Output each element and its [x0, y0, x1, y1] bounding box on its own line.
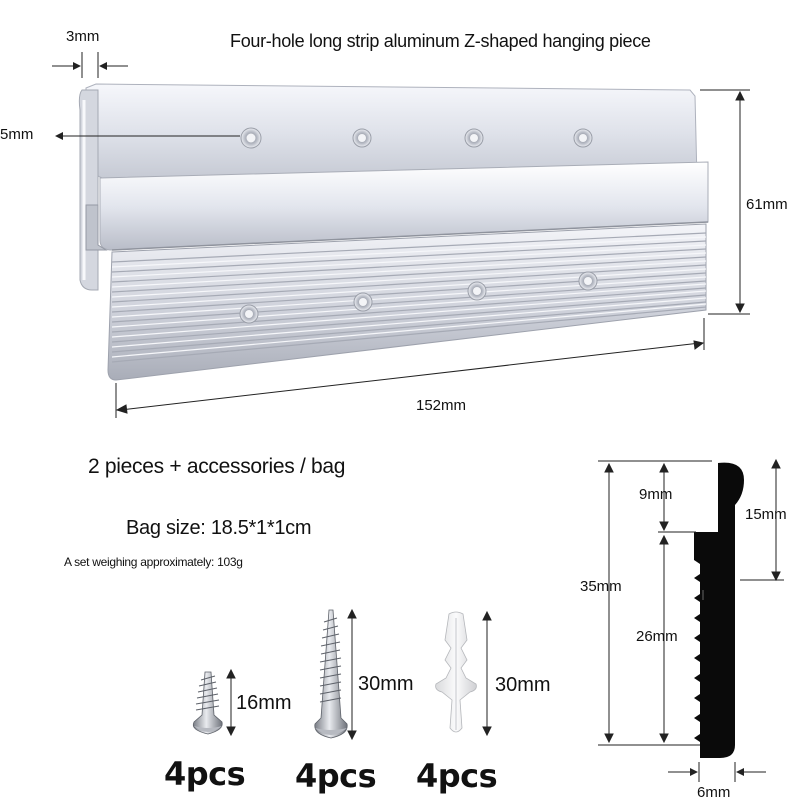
- z-profile-cross-section: [694, 462, 744, 758]
- hole-size-label: 5mm: [0, 126, 34, 143]
- long-screw-length: 30mm: [358, 673, 414, 695]
- package-contents: 2 pieces + accessories / bag: [88, 455, 346, 478]
- wall-anchor-dimension: [482, 610, 492, 737]
- profile-total-label: 35mm: [580, 578, 622, 595]
- long-screw: [314, 609, 348, 739]
- short-screw: [192, 671, 223, 735]
- length-label: 152mm: [416, 397, 467, 414]
- top-mounting-holes: [240, 127, 593, 149]
- rib-lines: [111, 232, 707, 363]
- bag-size: Bag size: 18.5*1*1cm: [126, 517, 312, 539]
- strip-dimension-lines: [52, 52, 750, 418]
- short-screw-length: 16mm: [236, 692, 292, 714]
- wall-anchor-quantity: 4pcs: [416, 757, 498, 795]
- profile-depth-label: 6mm: [697, 784, 731, 801]
- wall-anchor: [435, 611, 477, 733]
- long-screw-dimension: [347, 608, 357, 741]
- thickness-label: 3mm: [66, 28, 100, 45]
- wall-anchor-length: 30mm: [495, 674, 551, 696]
- product-title: Four-hole long strip aluminum Z-shaped h…: [230, 31, 651, 51]
- profile-lower-label: 26mm: [636, 628, 678, 645]
- aluminum-hanger-strip: [78, 83, 709, 381]
- bottom-mounting-holes: [239, 271, 598, 324]
- profile-top-label: 9mm: [639, 486, 673, 503]
- set-weight: A set weighing approximately: 103g: [64, 555, 243, 569]
- short-screw-dimension: [226, 668, 236, 737]
- profile-dimension-lines: [598, 458, 784, 782]
- short-screw-quantity: 4pcs: [164, 755, 246, 793]
- profile-lip-label: 15mm: [745, 506, 787, 523]
- height-label: 61mm: [746, 196, 788, 213]
- long-screw-quantity: 4pcs: [295, 757, 377, 795]
